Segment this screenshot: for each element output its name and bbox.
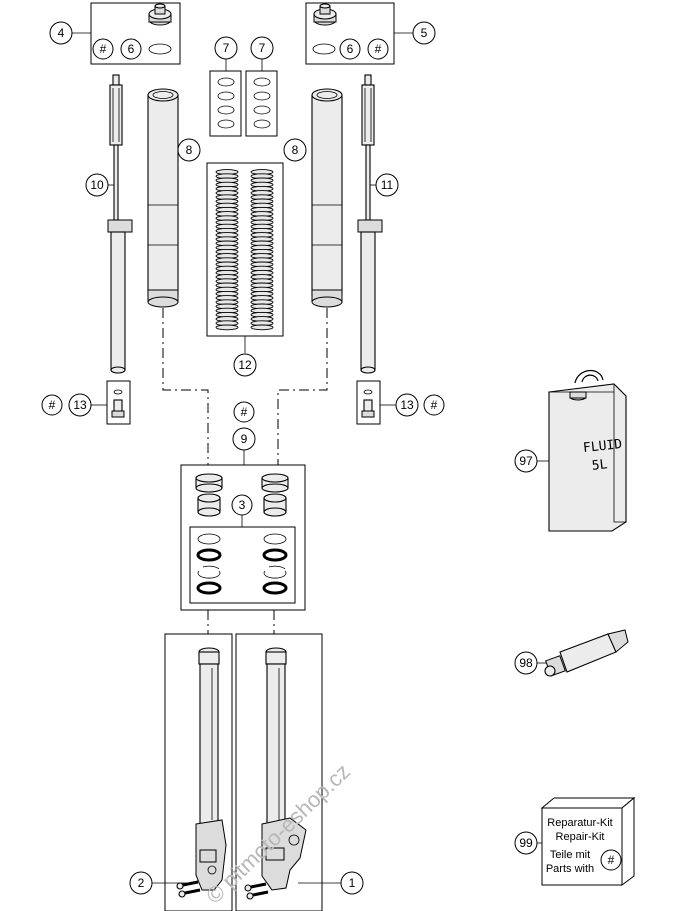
o-ring-icon [312,43,336,55]
callout-3: 3 [231,494,253,516]
bushing-left-icon [195,473,223,517]
callout-8b: 8 [283,138,307,162]
spring-right-icon [250,169,274,331]
callout-13a-hash: # [41,394,63,416]
callout-11: 11 [375,173,399,197]
fork-cap-left-icon [148,3,172,26]
callout-13b: 13 [395,393,419,417]
callout-7b: 7 [250,36,274,60]
callout-4: 4 [49,21,73,45]
cartridge-left [107,74,133,374]
svg-text:2: 2 [138,876,145,890]
svg-text:8: 8 [186,143,193,157]
svg-text:1: 1 [349,876,356,890]
svg-text:7: 7 [259,41,266,55]
outer-tube-right [311,88,343,308]
o-ring-icon [148,43,172,55]
callout-97: 97 [514,449,538,473]
fork-cap-box-left: # 6 [90,2,181,65]
spring-left-icon [215,169,239,331]
seal-ring-set-b [245,70,278,137]
svg-text:#: # [241,405,248,419]
outer-tube-left [147,88,179,308]
svg-text:13: 13 [73,398,87,412]
svg-text:8: 8 [292,143,299,157]
svg-text:6: 6 [128,42,135,56]
fork-cap-box-right: 6 # [305,2,395,65]
inner-tube-left [195,647,227,891]
repair-kit-box: Reparatur-Kit Repair-Kit Teile mit Parts… [540,796,636,886]
svg-text:13: 13 [400,398,414,412]
svg-text:#: # [100,42,107,56]
grease-tube [544,629,629,677]
callout-12: 12 [233,353,257,377]
seal-set-left-icon [196,533,222,595]
svg-text:#: # [49,398,56,412]
callout-9-hash: # [233,401,255,423]
svg-text:4: 4 [58,26,65,40]
svg-text:3: 3 [239,498,246,512]
svg-text:10: 10 [90,178,104,192]
seal-ring-set-a [209,70,242,137]
callout-4-hash: # [92,38,114,60]
svg-text:5: 5 [421,26,428,40]
repair-kit-label-en: Repair-Kit [556,831,605,843]
svg-text:98: 98 [519,656,533,670]
svg-text:#: # [608,853,615,867]
callout-8a: 8 [177,138,201,162]
svg-text:9: 9 [241,432,248,446]
callout-9: 9 [232,427,256,451]
callout-2: 2 [129,871,153,895]
svg-text:7: 7 [223,41,230,55]
svg-text:97: 97 [519,454,533,468]
bolt-box-left [106,380,131,425]
callout-10: 10 [85,173,109,197]
fluid-volume-label: 5L [591,457,608,474]
svg-text:99: 99 [519,836,533,850]
callout-5-six: 6 [339,38,361,60]
parts-with-label-en: Parts with [546,863,594,875]
svg-text:#: # [375,42,382,56]
repair-kit-hash: # [600,849,622,871]
connector-right [277,308,328,465]
axle-bolts-left-icon [176,880,201,898]
cartridge-right [357,74,383,374]
fork-fluid-can: FLUID 5L [548,370,627,532]
callout-4-six: 6 [120,38,142,60]
callout-7a: 7 [214,36,238,60]
callout-98: 98 [514,651,538,675]
seal-set-right-icon [262,533,288,595]
axle-bolts-right-icon [244,882,269,900]
svg-text:12: 12 [238,358,252,372]
callout-13a: 13 [68,393,92,417]
callout-13b-hash: # [423,394,445,416]
callout-5-hash: # [367,38,389,60]
callout-5: 5 [412,21,436,45]
bolt-box-right [356,380,381,425]
fluid-label: FLUID [582,437,623,456]
bushing-right-icon [261,473,289,517]
inner-tube-right [261,647,307,891]
connector-left [162,308,209,465]
fork-cap-right-icon [313,3,337,26]
callout-99: 99 [514,831,538,855]
repair-kit-label-de: Reparatur-Kit [547,817,612,829]
svg-text:#: # [431,398,438,412]
svg-text:11: 11 [381,178,394,192]
parts-with-label-de: Teile mit [550,849,590,861]
svg-text:6: 6 [347,42,354,56]
callout-1: 1 [340,871,364,895]
